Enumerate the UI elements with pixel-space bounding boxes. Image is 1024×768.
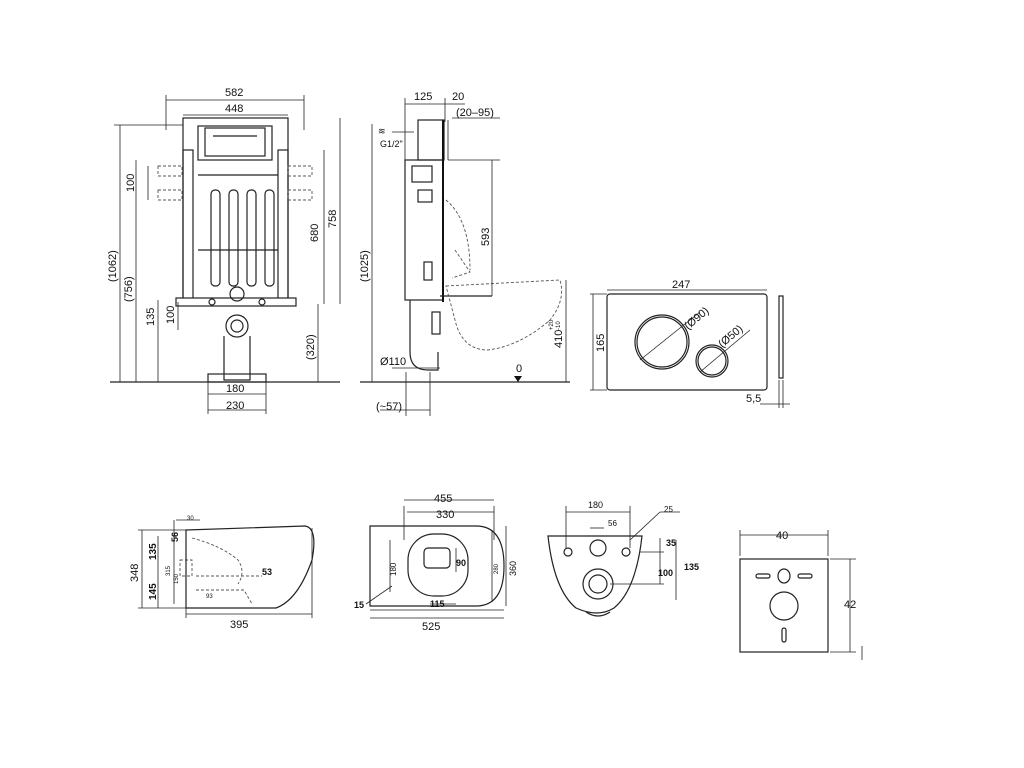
top-dim-90: 90 bbox=[456, 558, 466, 568]
dim-593: 593 bbox=[480, 228, 492, 246]
top-dim-15: 15 bbox=[354, 600, 364, 610]
rear-dim-35: 35 bbox=[666, 538, 676, 548]
top-dim-360: 360 bbox=[508, 561, 518, 576]
top-dim-115: 115 bbox=[430, 599, 445, 609]
bowl-h-56: 56 bbox=[170, 532, 180, 542]
dim-100-connect: 100 bbox=[125, 174, 137, 192]
gasket-view: 40 42 bbox=[739, 530, 863, 660]
rear-dim-25: 25 bbox=[664, 505, 673, 514]
dim-230: 230 bbox=[226, 400, 244, 412]
dim-57: (~57) bbox=[376, 401, 402, 413]
dim-1025: (1025) bbox=[359, 250, 371, 282]
top-dim-525: 525 bbox=[422, 621, 440, 633]
bowl-tiny-150: 150 bbox=[174, 573, 180, 584]
dim-180: 180 bbox=[226, 383, 244, 395]
gasket-height: 42 bbox=[844, 599, 856, 611]
bowl-h-145: 145 bbox=[148, 583, 159, 600]
dim-165: 165 bbox=[595, 334, 607, 352]
inlet-label: G1/2" bbox=[380, 139, 403, 149]
dim-247: 247 bbox=[672, 279, 690, 291]
rear-dim-100: 100 bbox=[658, 568, 673, 578]
bowl-top-view: 455 330 180 90 280 360 15 115 525 bbox=[354, 493, 518, 633]
dim-756: (756) bbox=[123, 276, 135, 302]
top-dim-180: 180 bbox=[389, 562, 398, 576]
gasket-width: 40 bbox=[776, 530, 788, 542]
flush-plate-view: 247 165 (Ø90) (Ø50) 5,5 bbox=[590, 279, 790, 408]
floor-zero: 0 bbox=[516, 363, 522, 375]
dim-5-5: 5,5 bbox=[746, 393, 761, 405]
frame-front-view: 582 448 (1062) (756) 100 135 100 758 680… bbox=[107, 87, 341, 414]
bowl-tiny-315: 315 bbox=[166, 565, 172, 576]
top-dim-280: 280 bbox=[494, 563, 500, 574]
dim-1062: (1062) bbox=[107, 250, 119, 282]
dim-410: 410 bbox=[553, 330, 565, 348]
rear-dim-180: 180 bbox=[588, 500, 603, 510]
dim-pipe-110: Ø110 bbox=[380, 356, 406, 368]
top-dim-455: 455 bbox=[434, 493, 452, 505]
dim-20-95: (20–95) bbox=[456, 107, 494, 119]
bowl-tiny-93: 93 bbox=[206, 594, 213, 600]
bowl-rear-view: 180 56 25 35 100 135 bbox=[547, 500, 699, 617]
rear-dim-135: 135 bbox=[684, 562, 699, 572]
dim-20: 20 bbox=[452, 91, 464, 103]
dim-135: 135 bbox=[145, 308, 157, 326]
top-dim-330: 330 bbox=[436, 509, 454, 521]
bowl-height-348: 348 bbox=[129, 564, 141, 582]
rear-dim-56: 56 bbox=[608, 519, 617, 528]
dim-100-bottom: 100 bbox=[165, 306, 177, 324]
bowl-h-53: 53 bbox=[262, 567, 272, 577]
dim-410-tol-plus: +20 bbox=[549, 319, 555, 330]
dim-680: 680 bbox=[309, 224, 321, 242]
bowl-h-135: 135 bbox=[148, 543, 159, 560]
dim-125: 125 bbox=[414, 91, 432, 103]
dim-320: (320) bbox=[305, 334, 317, 360]
frame-side-view: ≋ 125 20 (20–95) G1/2" (1025) 593 410 +2… bbox=[359, 91, 570, 416]
big-button-dia: (Ø90) bbox=[682, 305, 711, 332]
bowl-side-view: 348 135 145 56 53 30 315 150 93 395 bbox=[129, 516, 315, 631]
bowl-length-395: 395 bbox=[230, 619, 248, 631]
dim-448: 448 bbox=[225, 103, 243, 115]
dim-758: 758 bbox=[327, 210, 339, 228]
bowl-tiny-30: 30 bbox=[187, 516, 194, 522]
svg-text:≋: ≋ bbox=[378, 126, 386, 136]
dim-410-tol-minus: -10 bbox=[556, 321, 562, 330]
dim-582: 582 bbox=[225, 87, 243, 99]
